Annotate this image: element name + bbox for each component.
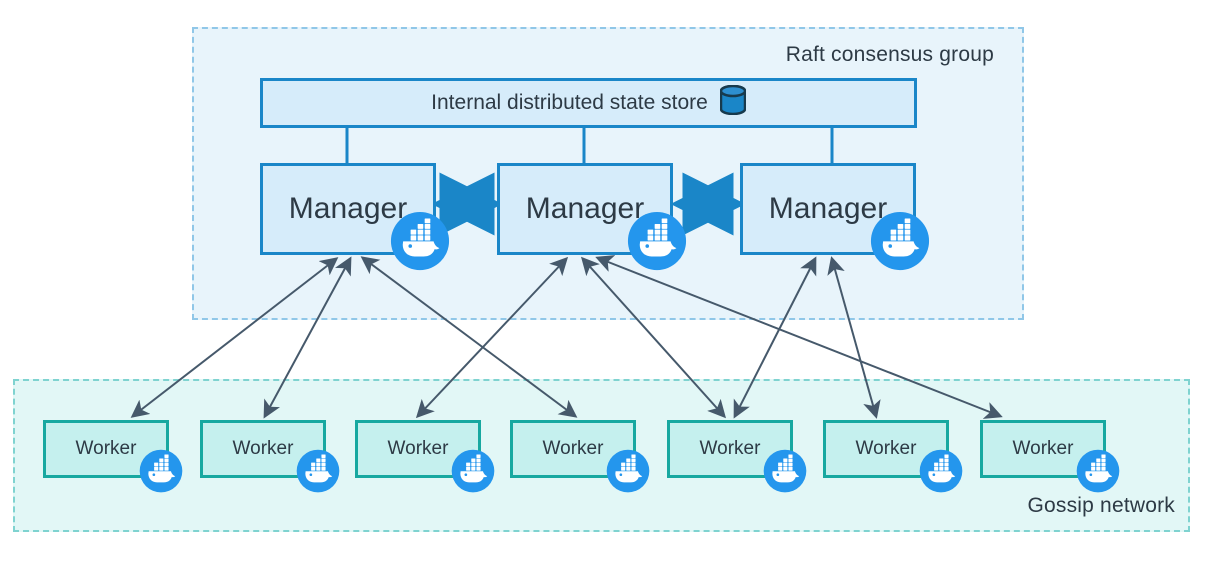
worker-node-3[interactable]: Worker: [355, 420, 481, 478]
worker-label: Worker: [699, 438, 761, 459]
worker-label: Worker: [75, 438, 137, 459]
worker-label: Worker: [855, 438, 917, 459]
worker-node-6[interactable]: Worker: [823, 420, 949, 478]
worker-label: Worker: [387, 438, 449, 459]
worker-label: Worker: [232, 438, 294, 459]
worker-label: Worker: [542, 438, 604, 459]
gossip-network-label: Gossip network: [1027, 494, 1175, 517]
worker-node-1[interactable]: Worker: [43, 420, 169, 478]
manager-node-3[interactable]: Manager: [740, 163, 916, 255]
manager-label: Manager: [768, 192, 888, 225]
database-cylinder-icon: [719, 84, 747, 121]
manager-label: Manager: [525, 192, 645, 225]
manager-node-2[interactable]: Manager: [497, 163, 673, 255]
worker-node-7[interactable]: Worker: [980, 420, 1106, 478]
state-store-label-wrap: Internal distributed state store: [431, 84, 747, 121]
internal-state-store-node[interactable]: Internal distributed state store: [260, 78, 917, 128]
manager-node-1[interactable]: Manager: [260, 163, 436, 255]
manager-label: Manager: [288, 192, 408, 225]
worker-node-2[interactable]: Worker: [200, 420, 326, 478]
raft-consensus-group-label: Raft consensus group: [785, 43, 994, 66]
worker-label: Worker: [1012, 438, 1074, 459]
worker-node-4[interactable]: Worker: [510, 420, 636, 478]
state-store-label: Internal distributed state store: [431, 91, 708, 114]
worker-node-5[interactable]: Worker: [667, 420, 793, 478]
